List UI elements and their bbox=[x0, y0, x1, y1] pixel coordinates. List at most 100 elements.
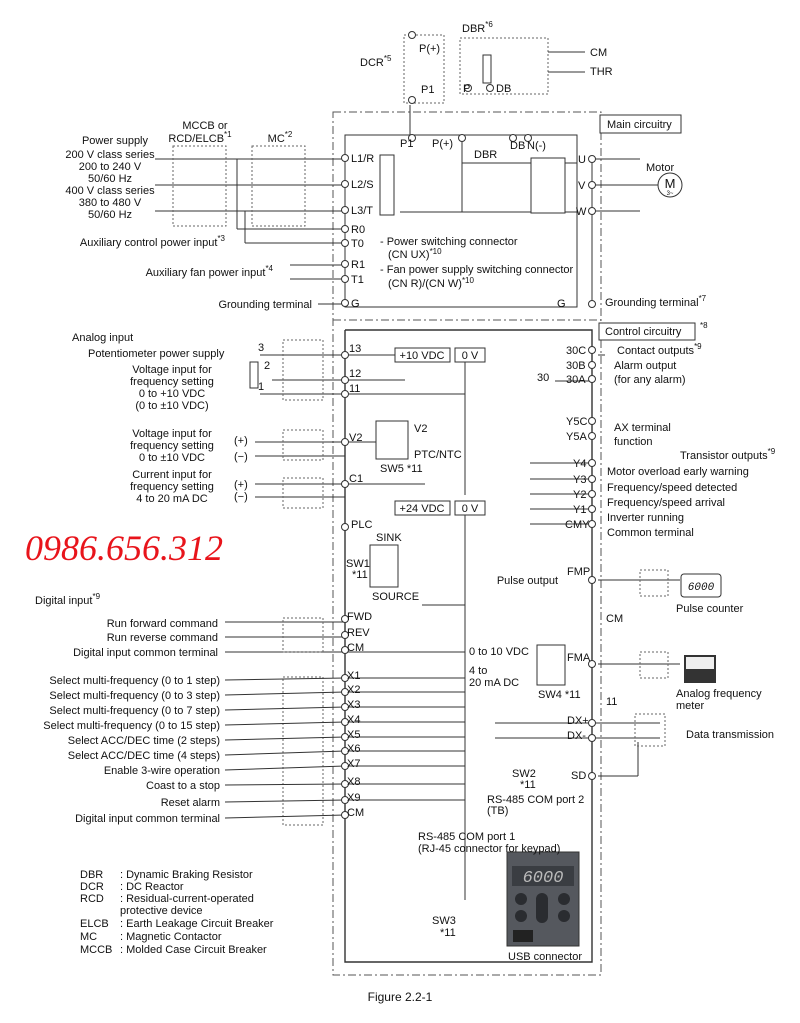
terminal-screw-icon bbox=[341, 180, 349, 188]
legend-abbr: MC bbox=[80, 931, 97, 943]
terminal-screw-icon bbox=[341, 351, 349, 359]
digital-input-label: Reset alarm bbox=[161, 797, 220, 809]
transistor-outputs-title: Transistor outputs*9 bbox=[680, 447, 776, 462]
terminal-0: L1/R bbox=[351, 153, 374, 165]
legend-desc: protective device bbox=[120, 905, 203, 917]
terminal-screw-icon bbox=[341, 299, 349, 307]
terminal-screw-icon bbox=[341, 733, 349, 741]
vdc10-box bbox=[394, 347, 451, 363]
analog-meter-label: Analog frequency bbox=[676, 688, 762, 700]
transistor-terminal: Y2 bbox=[573, 489, 586, 501]
transistor-function: Inverter running bbox=[607, 512, 684, 524]
digital-input-label: Select multi-frequency (0 to 3 step) bbox=[49, 690, 220, 702]
terminal-screw-icon bbox=[341, 703, 349, 711]
terminal-screw-icon bbox=[341, 688, 349, 696]
terminal-screw-icon bbox=[408, 31, 416, 39]
plc-label: PLC bbox=[351, 519, 372, 531]
fan-switch-connector: - Fan power supply switching connector bbox=[380, 264, 574, 276]
legend-desc: : Dynamic Braking Resistor bbox=[120, 869, 253, 881]
zero-v2-label: 0 V bbox=[462, 503, 479, 515]
terminal-screw-icon bbox=[341, 615, 349, 623]
analog-terminal: 13 bbox=[349, 343, 361, 355]
terminal-7: G bbox=[351, 298, 360, 310]
rs485-port1-rj45: (RJ-45 connector for keypad) bbox=[418, 843, 560, 855]
term-v: V bbox=[578, 180, 586, 192]
terminal-screw-icon bbox=[588, 432, 596, 440]
terminal-screw-icon bbox=[341, 480, 349, 488]
term-db: DB bbox=[510, 140, 525, 152]
digital-terminal: X3 bbox=[347, 699, 360, 711]
term-n: N(-) bbox=[527, 140, 546, 152]
cn-r-w-label: (CN R)/(CN W)*10 bbox=[388, 276, 475, 290]
terminal-screw-icon bbox=[588, 207, 596, 215]
terminal-3: R0 bbox=[351, 224, 365, 236]
c1-label: 4 to 20 mA DC bbox=[136, 493, 208, 505]
analog-meter-face bbox=[686, 657, 714, 669]
dbr-internal: DBR bbox=[474, 149, 497, 161]
wire bbox=[224, 736, 346, 741]
control-note: *8 bbox=[700, 321, 708, 330]
terminal-screw-icon bbox=[341, 239, 349, 247]
terminal-screw-icon bbox=[341, 762, 349, 770]
legend-desc: : Magnetic Contactor bbox=[120, 931, 222, 943]
dxp-label: DX+ bbox=[567, 715, 589, 727]
analog-terminal: 11 bbox=[349, 383, 360, 395]
legend-abbr: RCD bbox=[80, 893, 104, 905]
digital-input-label: Run reverse command bbox=[107, 632, 218, 644]
control-circuitry-label: Control circuitry bbox=[605, 326, 682, 338]
main-circuitry-box bbox=[599, 114, 682, 134]
wire bbox=[224, 691, 346, 696]
term-p1: P1 bbox=[400, 138, 413, 150]
pot-pin: 1 bbox=[258, 381, 264, 393]
legend-abbr: MCCB bbox=[80, 944, 112, 956]
terminal-screw-icon bbox=[588, 459, 596, 467]
digital-input-label: Run forward command bbox=[107, 618, 218, 630]
dbr-cm: CM bbox=[590, 47, 607, 59]
motor-phase: 3~ bbox=[667, 191, 674, 197]
relay-terminal: 30A bbox=[566, 374, 586, 386]
terminal-4: T0 bbox=[351, 238, 364, 250]
terminal-screw-icon bbox=[341, 275, 349, 283]
vdc10-label: +10 VDC bbox=[400, 350, 445, 362]
digital-terminal: X9 bbox=[347, 792, 360, 804]
transistor-terminal: CMY bbox=[565, 519, 590, 531]
digital-terminal: CM bbox=[347, 807, 364, 819]
terminal-screw-icon bbox=[588, 361, 596, 369]
sw5-label: SW5 *11 bbox=[380, 463, 423, 475]
digital-input-label: Select multi-frequency (0 to 15 step) bbox=[43, 720, 220, 732]
terminals bbox=[341, 31, 596, 819]
wire bbox=[224, 721, 346, 726]
power-spec-line: 200 V class series bbox=[65, 149, 155, 161]
terminal-screw-icon bbox=[588, 417, 596, 425]
terminal-6: T1 bbox=[351, 274, 364, 286]
sw2-label: SW2 bbox=[512, 768, 536, 780]
terminal-screw-icon bbox=[341, 796, 349, 804]
pulse-counter-display bbox=[680, 573, 722, 598]
terminal-1: L2/S bbox=[351, 179, 374, 191]
terminal-screw-icon bbox=[341, 438, 349, 446]
v1-label: (0 to ±10 VDC) bbox=[135, 400, 208, 412]
rs485-port2-label: RS-485 COM port 2 bbox=[487, 794, 584, 806]
terminal-screw-icon bbox=[341, 206, 349, 214]
main-circuitry-label: Main circuitry bbox=[607, 119, 672, 131]
terminal-screw-icon bbox=[341, 646, 349, 654]
terminal-screw-icon bbox=[341, 260, 349, 268]
digital-terminal: X1 bbox=[347, 670, 360, 682]
terminal-screw-icon bbox=[341, 225, 349, 233]
motor-icon: M bbox=[665, 176, 676, 191]
sw2-note: *11 bbox=[520, 779, 536, 791]
ax-label: AX terminal bbox=[614, 422, 671, 434]
digital-terminal: X8 bbox=[347, 776, 360, 788]
legend-desc: : Earth Leakage Circuit Breaker bbox=[120, 918, 274, 930]
pulse-output-label: Pulse output bbox=[497, 575, 558, 587]
terminal-screw-icon bbox=[464, 84, 472, 92]
dxm-label: DX- bbox=[567, 730, 586, 742]
relay-common: 30 bbox=[537, 372, 549, 384]
grounding-terminal-label: Grounding terminal bbox=[218, 299, 312, 311]
source-label: SOURCE bbox=[372, 591, 419, 603]
analog-terminal: C1 bbox=[349, 473, 363, 485]
analog-input-title: Analog input bbox=[72, 332, 133, 344]
terminal-screw-icon bbox=[588, 300, 596, 308]
